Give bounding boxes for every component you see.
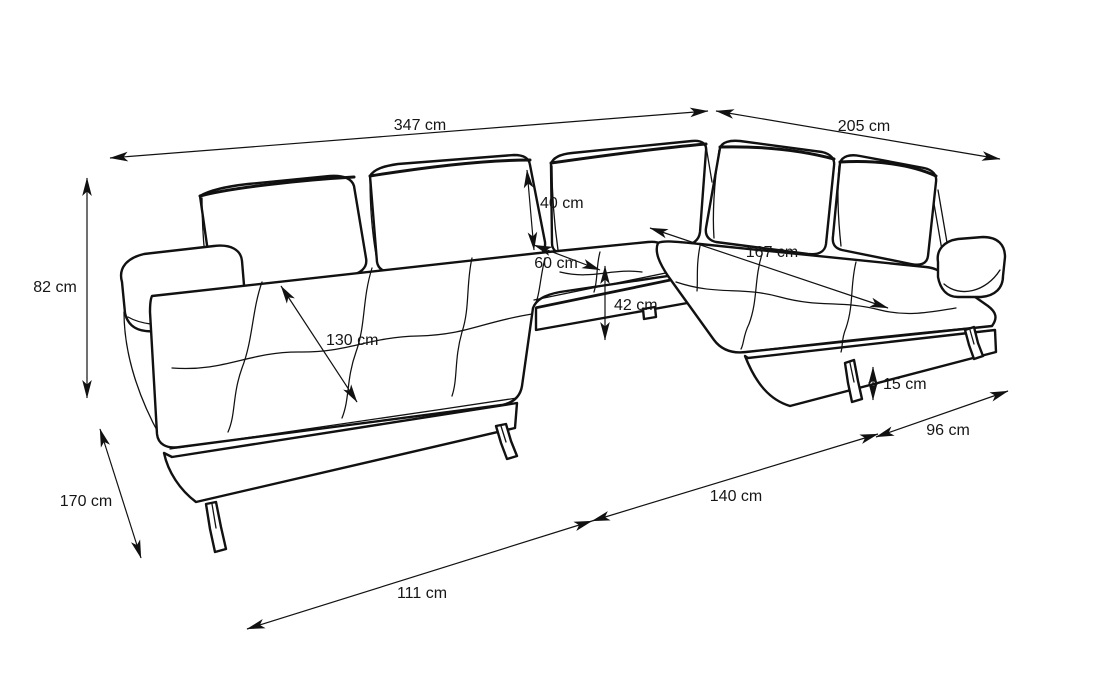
- label-right-side-width: 205 cm: [838, 118, 890, 135]
- right-armrest: [936, 235, 1007, 299]
- label-seat-depth: 60 cm: [534, 255, 578, 272]
- label-left-seat-length: 130 cm: [326, 332, 378, 349]
- dimension-line-right-front-width: [875, 390, 1009, 438]
- dimension-line-left-front-width: [246, 520, 593, 630]
- label-backrest-height: 40 cm: [540, 195, 584, 212]
- label-leg-height: 15 cm: [883, 376, 927, 393]
- label-left-side-depth: 170 cm: [60, 493, 112, 510]
- dimension-line-left-side-depth: [99, 428, 142, 559]
- label-left-front-width: 111 cm: [397, 585, 447, 602]
- label-seat-height: 42 cm: [614, 297, 658, 314]
- dimension-lines: [82, 107, 1009, 630]
- dimension-labels: 347 cm 205 cm 82 cm 40 cm 60 cm 42 cm 16…: [33, 117, 970, 602]
- legs: [204, 305, 985, 554]
- label-height: 82 cm: [33, 279, 77, 296]
- dimension-line-front-width: [591, 433, 879, 522]
- dimension-line-right-seat-length: [649, 227, 889, 309]
- label-right-front-width: 96 cm: [926, 422, 970, 439]
- label-right-seat-length: 167 cm: [746, 244, 798, 261]
- label-back-width: 347 cm: [394, 117, 446, 134]
- dimension-line-seat-depth: [533, 244, 601, 271]
- label-front-width: 140 cm: [710, 488, 762, 505]
- dimension-line-right-side-width: [715, 109, 1001, 161]
- dimension-line-back-width: [109, 107, 709, 162]
- dimension-line-left-seat-length: [280, 285, 358, 403]
- dimension-line-backrest-height: [523, 169, 538, 251]
